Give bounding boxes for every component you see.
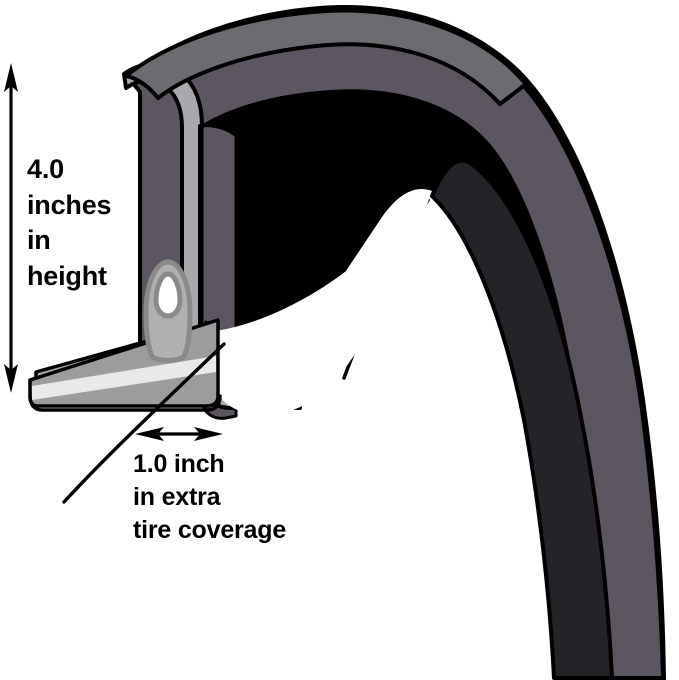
fender-arch-cutout [204, 196, 430, 416]
fender-top-facet [124, 8, 528, 106]
coverage-dimension-arrow [135, 427, 223, 441]
retainer-clip-hole [153, 271, 183, 319]
mounting-flange-underside [28, 394, 222, 412]
tire-coverage-dimension-label: 1.0 inch in extra tire coverage [133, 450, 287, 544]
tire-coverage-band [430, 158, 614, 680]
mounting-flange-edge-highlight [32, 356, 216, 400]
leader-line [62, 342, 226, 504]
height-dimension-arrow [4, 63, 18, 393]
height-dimension-label: 4.0 inches in height [27, 154, 112, 291]
